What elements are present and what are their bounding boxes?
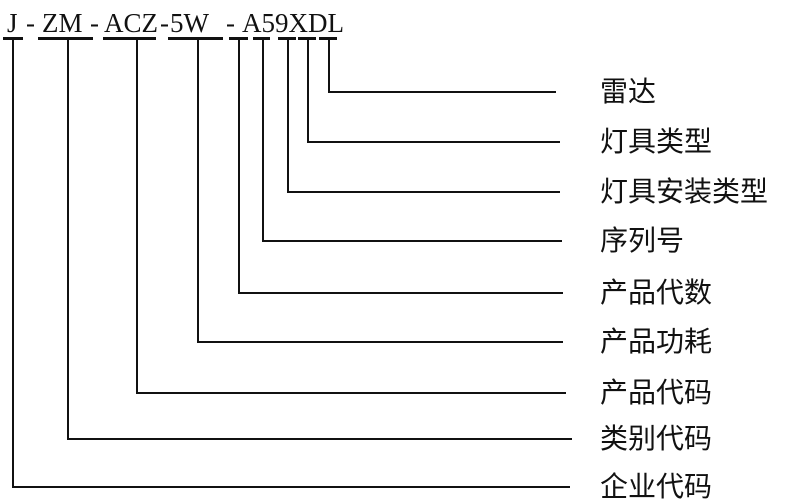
connector-horizontal-line [307, 141, 560, 143]
connector-vertical-line [12, 38, 14, 488]
connector-vertical-line [287, 38, 289, 193]
code-segment: - [90, 8, 99, 38]
field-label: 类别代码 [600, 422, 713, 455]
connector-vertical-line [262, 38, 264, 242]
code-underline-tick [103, 37, 156, 40]
connector-horizontal-line [67, 438, 572, 440]
connector-vertical-line [136, 38, 138, 394]
code-underline-tick [253, 37, 270, 40]
field-label: 产品功耗 [600, 325, 713, 358]
code-segment: J [7, 8, 18, 38]
field-label: 企业代码 [600, 470, 713, 501]
connector-vertical-line [197, 38, 199, 343]
code-underline-tick [38, 37, 93, 40]
code-segment: - [226, 8, 235, 38]
code-segment: - [26, 8, 35, 38]
connector-vertical-line [67, 38, 69, 440]
connector-vertical-line [307, 38, 309, 143]
connector-horizontal-line [12, 486, 570, 488]
connector-vertical-line [328, 38, 330, 93]
code-segment: - [160, 8, 169, 38]
connector-horizontal-line [136, 392, 566, 394]
connector-horizontal-line [197, 341, 563, 343]
field-label: 灯具安装类型 [600, 175, 769, 208]
code-segment: ACZ [104, 8, 158, 38]
code-segment: ZM [42, 8, 83, 38]
connector-horizontal-line [238, 292, 563, 294]
connector-horizontal-line [328, 91, 556, 93]
connector-vertical-line [238, 38, 240, 294]
connector-horizontal-line [287, 191, 560, 193]
field-label: 灯具类型 [600, 125, 713, 158]
field-label: 产品代数 [600, 276, 713, 309]
code-underline-tick [168, 37, 223, 40]
field-label: 雷达 [600, 75, 657, 108]
connector-horizontal-line [262, 240, 562, 242]
field-label: 产品代码 [600, 376, 713, 409]
code-segment: 5W [170, 8, 209, 38]
field-label: 序列号 [600, 224, 685, 257]
code-segment: A59XDL [242, 8, 344, 38]
